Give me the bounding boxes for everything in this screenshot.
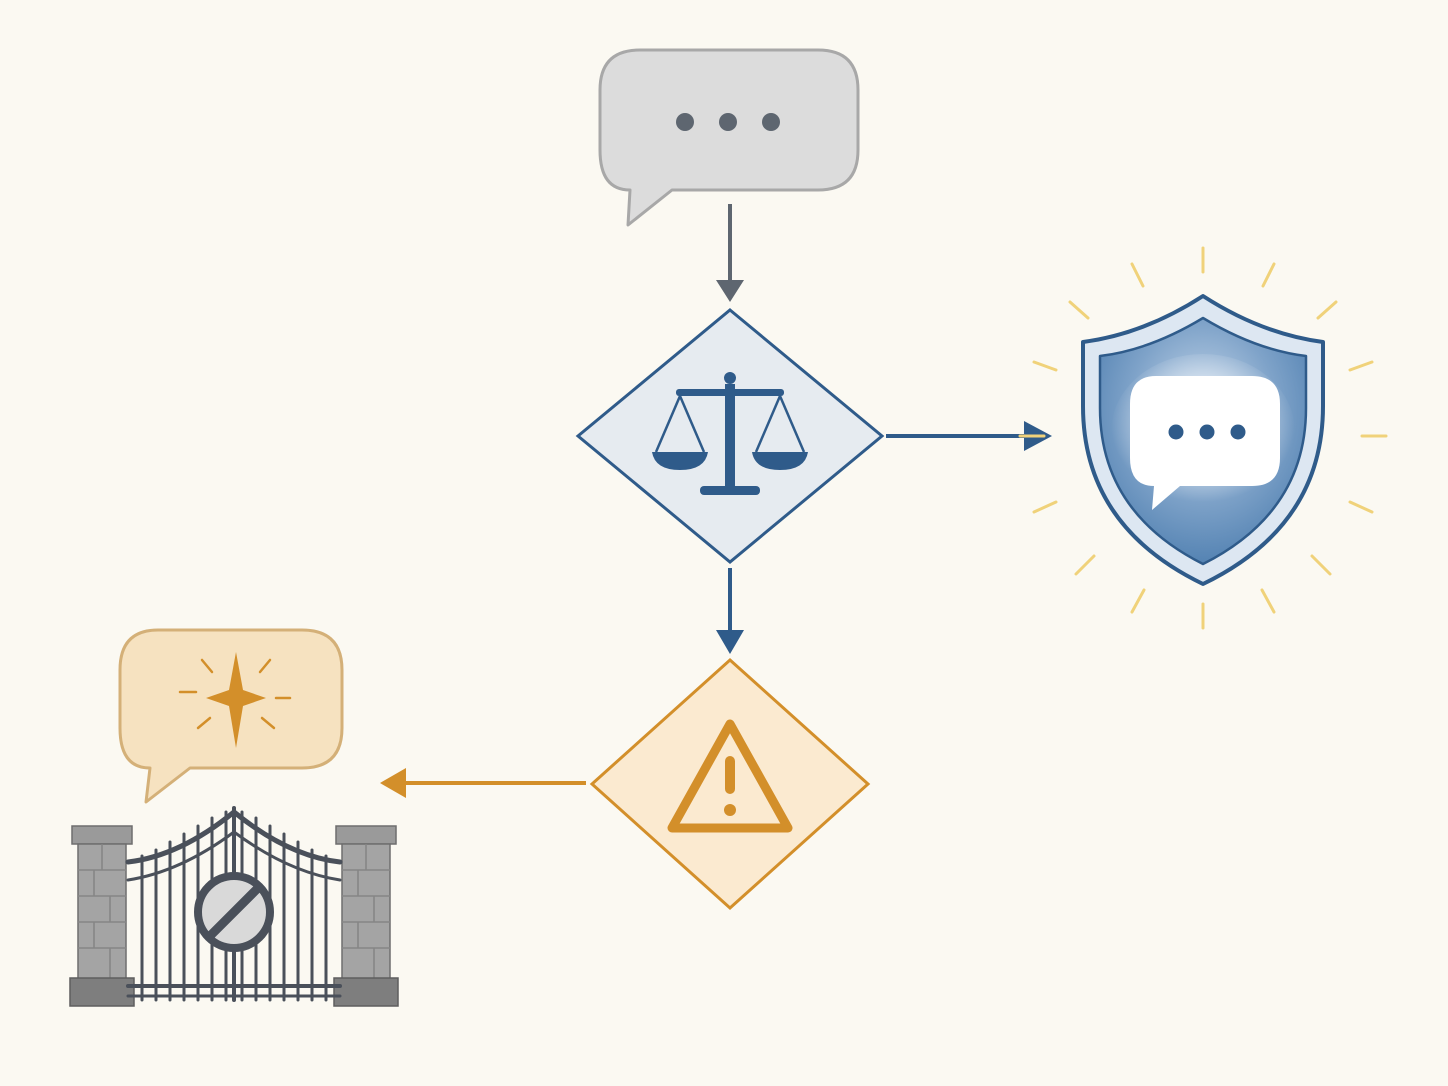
right-stone-pillar [333, 825, 399, 1007]
scales-icon [652, 372, 808, 495]
safe-glow-rays [1018, 246, 1388, 630]
arrow-to-evaluation [716, 204, 744, 302]
sparkle-icon [178, 652, 292, 748]
arrow-to-warning [716, 568, 744, 654]
evaluation-diamond [575, 308, 885, 564]
warning-diamond [589, 657, 871, 911]
flagged-message-bubble [118, 628, 344, 804]
incoming-message-bubble [598, 48, 860, 227]
left-stone-pillar [69, 825, 135, 1007]
warning-triangle-icon [667, 719, 793, 833]
no-entry-icon [194, 872, 274, 952]
safe-shield [1081, 294, 1325, 586]
arrow-to-blocked [380, 768, 586, 798]
ellipsis-icon [676, 113, 780, 131]
blocked-gate [69, 806, 399, 1007]
speech-bubble-ellipsis-icon [1130, 376, 1280, 510]
